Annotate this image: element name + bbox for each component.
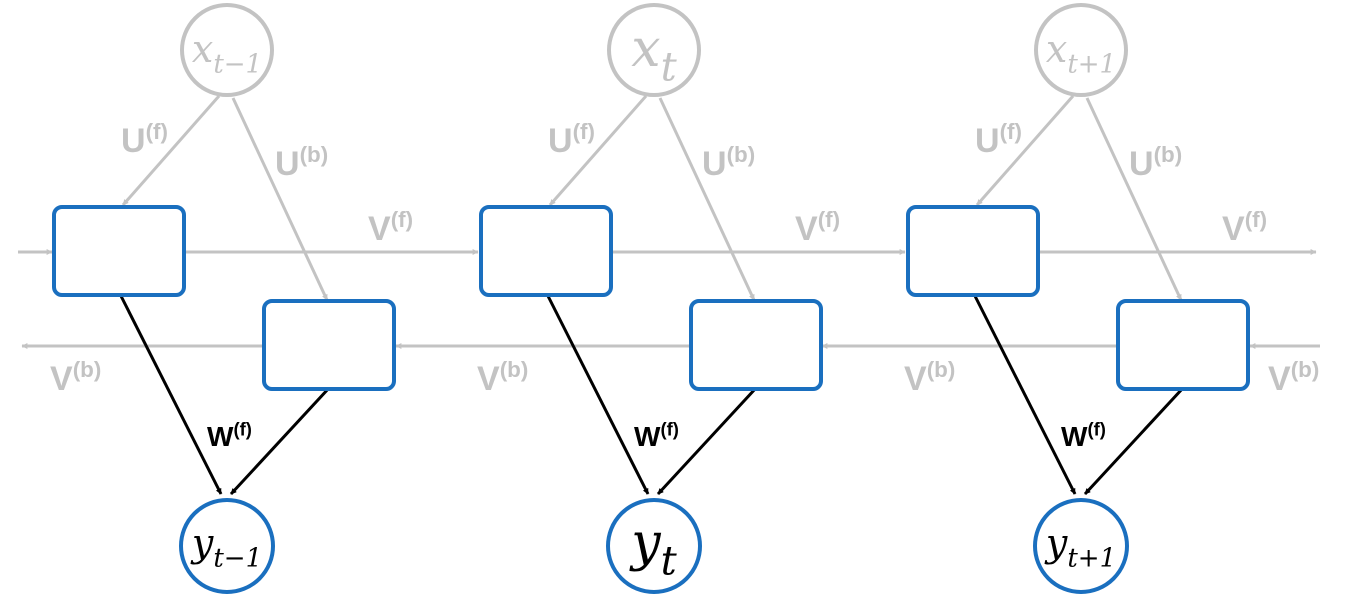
- output-node-3: [1033, 498, 1129, 594]
- w-backward-arrow-1: [229, 386, 331, 496]
- forward-state-box-3: [906, 205, 1040, 297]
- u-backward-label-2: U(b): [702, 142, 755, 183]
- u-forward-label-2: U(f): [548, 119, 595, 160]
- u-forward-label-1: U(f): [121, 119, 168, 160]
- w-forward-arrow-3: [973, 295, 1077, 495]
- w-backward-arrow-2: [656, 386, 758, 496]
- v-backward-label-4: V(b): [1268, 357, 1319, 398]
- u-backward-arrow-3: [1085, 97, 1183, 301]
- w-forward-label-1: W(f): [207, 418, 252, 452]
- u-forward-arrow-1: [121, 95, 221, 206]
- input-node-3: [1034, 3, 1128, 97]
- output-node-1: [179, 498, 275, 594]
- output-label-2: yt: [629, 513, 677, 585]
- u-backward-arrow-1: [231, 97, 329, 301]
- u-backward-arrow-2: [658, 97, 756, 301]
- u-backward-label-1: U(b): [275, 142, 328, 183]
- input-label-2: xt: [631, 19, 677, 91]
- forward-state-box-2: [479, 205, 613, 297]
- input-node-1: [180, 3, 274, 97]
- w-forward-label-3: W(f): [1061, 418, 1106, 452]
- v-backward-label-3: V(b): [904, 357, 955, 398]
- w-forward-arrow-1: [119, 295, 223, 495]
- w-forward-label-2: W(f): [634, 418, 679, 452]
- w-backward-arrow-3: [1083, 386, 1185, 496]
- forward-state-box-1: [52, 205, 186, 297]
- w-forward-arrow-2: [546, 295, 650, 495]
- input-label-1: xt−1: [192, 27, 262, 80]
- input-label-3: xt+1: [1046, 27, 1116, 80]
- u-forward-label-3: U(f): [975, 119, 1022, 160]
- backward-state-box-3: [1116, 299, 1250, 391]
- v-backward-label-2: V(b): [477, 357, 528, 398]
- input-node-2: [607, 3, 701, 97]
- v-forward-label-2: V(f): [795, 207, 840, 248]
- v-backward-label-1: V(b): [50, 357, 101, 398]
- u-backward-label-3: U(b): [1129, 142, 1182, 183]
- output-node-2: [606, 498, 702, 594]
- v-forward-label-3: V(f): [1222, 207, 1267, 248]
- u-forward-arrow-3: [975, 95, 1075, 206]
- output-label-1: yt−1: [190, 521, 262, 574]
- backward-state-box-2: [689, 299, 823, 391]
- output-label-3: yt+1: [1044, 521, 1116, 574]
- u-forward-arrow-2: [548, 95, 648, 206]
- backward-state-box-1: [262, 299, 396, 391]
- v-forward-label-1: V(f): [368, 207, 413, 248]
